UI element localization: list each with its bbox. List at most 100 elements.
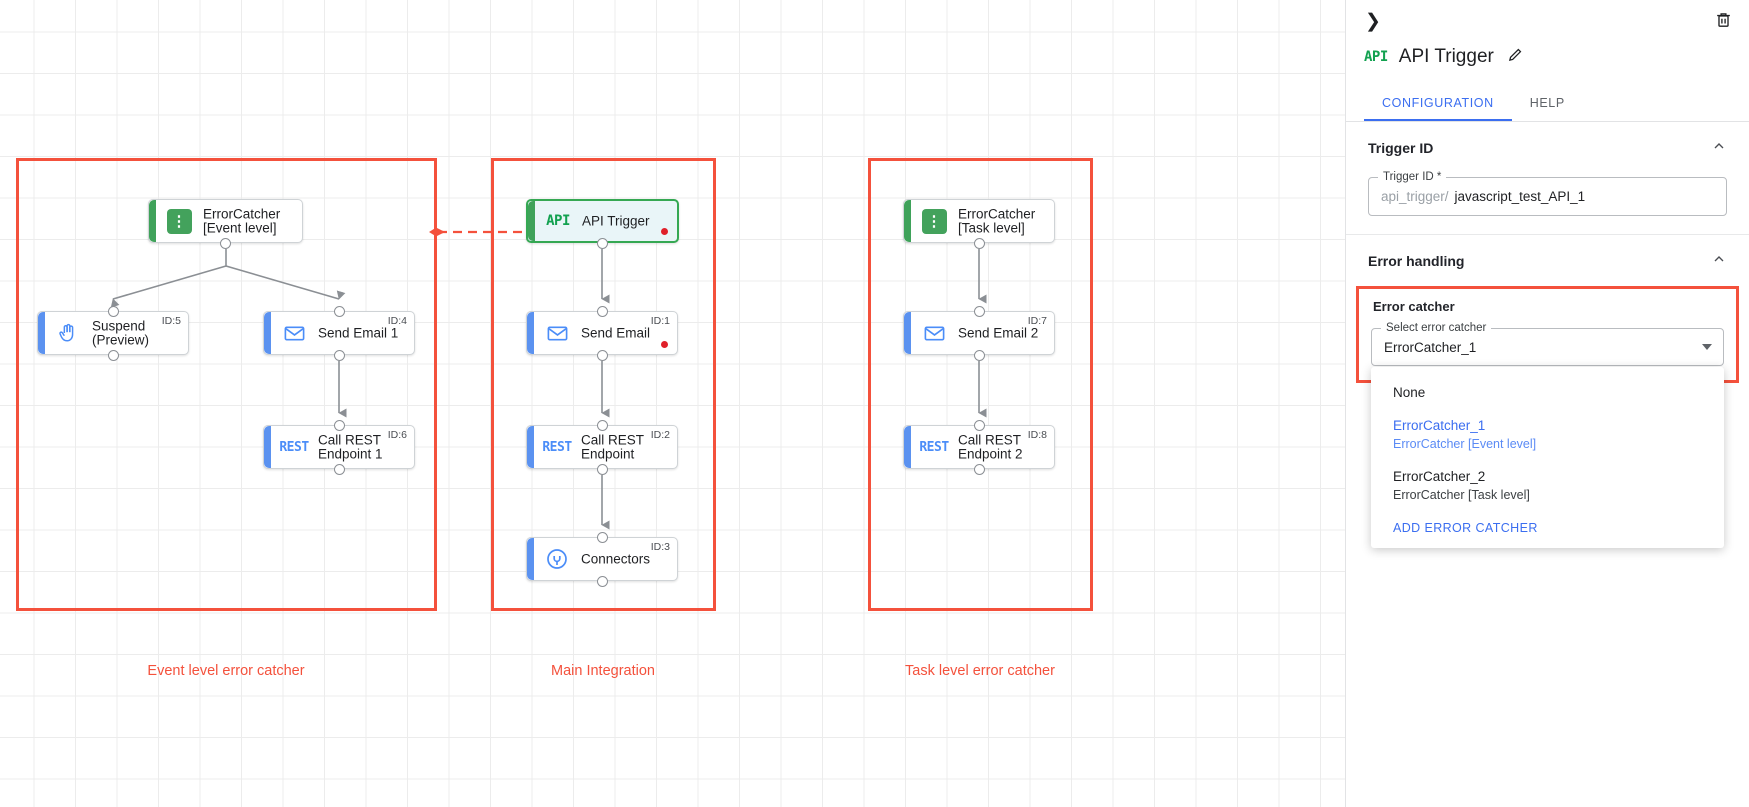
group-frame (868, 158, 1093, 611)
node-port-out[interactable] (596, 575, 608, 587)
group-label: Task level error catcher (905, 663, 1055, 679)
panel-topbar: ❯ (1346, 0, 1749, 40)
dropdown-option-primary: ErrorCatcher_2 (1393, 469, 1486, 484)
node-port-out[interactable] (596, 463, 608, 475)
node-label: Send Email 2 (958, 325, 1039, 341)
group-label: Main Integration (551, 663, 655, 679)
node-id-label: ID:2 (650, 429, 670, 441)
node-errorcatcher-task[interactable]: ⋮ ErrorCatcher [Task level] (903, 199, 1055, 243)
error-catcher-select[interactable]: Select error catcher ErrorCatcher_1 (1371, 322, 1724, 366)
node-id-label: ID:6 (387, 429, 407, 441)
node-port-in[interactable] (333, 419, 345, 431)
section-header-error-handling[interactable]: Error handling (1346, 235, 1749, 276)
node-port-in[interactable] (596, 419, 608, 431)
workflow-canvas[interactable]: Event level error catcher Main Integratio… (0, 0, 1345, 807)
error-catcher-icon: ⋮ (921, 208, 947, 234)
trigger-id-label: Trigger ID * (1378, 171, 1447, 183)
section-header-trigger-id[interactable]: Trigger ID (1346, 122, 1749, 163)
node-accent-bar (527, 312, 534, 354)
add-error-catcher-button[interactable]: ADD ERROR CATCHER (1393, 521, 1538, 535)
node-accent-bar (264, 312, 271, 354)
error-catcher-select-label: Select error catcher (1381, 322, 1492, 334)
node-port-out[interactable] (597, 237, 608, 249)
node-port-in[interactable] (973, 305, 985, 317)
node-port-out[interactable] (333, 349, 345, 361)
group-label: Event level error catcher (147, 663, 305, 679)
email-icon (544, 320, 570, 346)
node-accent-bar (528, 201, 535, 241)
node-port-out[interactable] (973, 237, 985, 249)
node-accent-bar (527, 538, 534, 580)
tab-help[interactable]: HELP (1529, 96, 1565, 110)
trigger-id-input[interactable]: Trigger ID * api_trigger/ javascript_tes… (1368, 171, 1727, 216)
chevron-up-icon[interactable] (1711, 138, 1727, 157)
trash-icon[interactable] (1714, 10, 1733, 34)
node-label: Call REST Endpoint (581, 432, 645, 461)
chevron-down-icon[interactable] (1702, 344, 1712, 350)
panel-tabs: CONFIGURATION HELP (1346, 90, 1749, 122)
pencil-icon[interactable] (1507, 46, 1524, 68)
node-port-out[interactable] (107, 349, 119, 361)
node-call-rest-endpoint-2[interactable]: REST Call REST Endpoint 2 ID:8 (903, 425, 1055, 469)
node-label: Suspend (Preview) (92, 318, 150, 347)
node-label: ErrorCatcher [Task level] (958, 206, 1036, 235)
panel-divider (1346, 234, 1749, 235)
node-label: ErrorCatcher [Event level] (203, 206, 281, 235)
page-title: API Trigger (1398, 46, 1494, 67)
node-port-in[interactable] (596, 305, 608, 317)
node-label: API Trigger (582, 213, 650, 229)
trigger-id-value: javascript_test_API_1 (1454, 189, 1586, 204)
node-id-label: ID:7 (1027, 315, 1047, 327)
trigger-id-prefix: api_trigger/ (1381, 189, 1449, 204)
node-port-in[interactable] (596, 531, 608, 543)
node-errorcatcher-event[interactable]: ⋮ErrorCatcher [Event level] (148, 199, 303, 243)
rest-icon: REST (279, 439, 309, 455)
panel-title-row: API API Trigger (1346, 40, 1749, 74)
node-status-dot (661, 228, 668, 235)
rest-icon: REST (919, 439, 949, 455)
tab-configuration[interactable]: CONFIGURATION (1364, 90, 1512, 121)
node-status-dot (661, 341, 668, 348)
node-port-out[interactable] (220, 237, 231, 249)
error-handling-section-title: Error handling (1368, 252, 1465, 269)
node-id-label: ID:1 (650, 315, 670, 327)
chevron-up-icon-2[interactable] (1711, 251, 1727, 270)
node-port-out[interactable] (973, 349, 985, 361)
node-id-label: ID:4 (387, 315, 407, 327)
node-port-in[interactable] (973, 419, 985, 431)
email-icon (921, 320, 947, 346)
group-frame (491, 158, 716, 611)
node-label: Connectors (581, 551, 651, 567)
node-label: Send Email 1 (318, 325, 399, 341)
node-accent-bar (264, 426, 271, 468)
node-suspend[interactable]: Suspend (Preview) ID:5 (37, 311, 189, 355)
node-label: Call REST Endpoint 2 (958, 432, 1023, 461)
error-catcher-title: Error catcher (1373, 299, 1455, 314)
node-accent-bar (904, 312, 911, 354)
node-port-out[interactable] (333, 463, 345, 475)
dropdown-option[interactable]: None (1371, 376, 1724, 409)
error-catcher-box: Error catcher Select error catcher Error… (1356, 286, 1739, 548)
node-port-in[interactable] (107, 305, 119, 317)
node-id-label: ID:8 (1027, 429, 1047, 441)
node-id-label: ID:3 (650, 541, 670, 553)
trigger-id-field-wrap: Trigger ID * api_trigger/ javascript_tes… (1368, 171, 1727, 216)
node-port-in[interactable] (333, 305, 345, 317)
node-accent-bar (904, 200, 911, 242)
chevron-right-icon[interactable]: ❯ (1365, 10, 1381, 32)
node-port-out[interactable] (973, 463, 985, 475)
node-id-label: ID:5 (161, 315, 181, 327)
node-port-out[interactable] (596, 349, 608, 361)
node-accent-bar (527, 426, 534, 468)
